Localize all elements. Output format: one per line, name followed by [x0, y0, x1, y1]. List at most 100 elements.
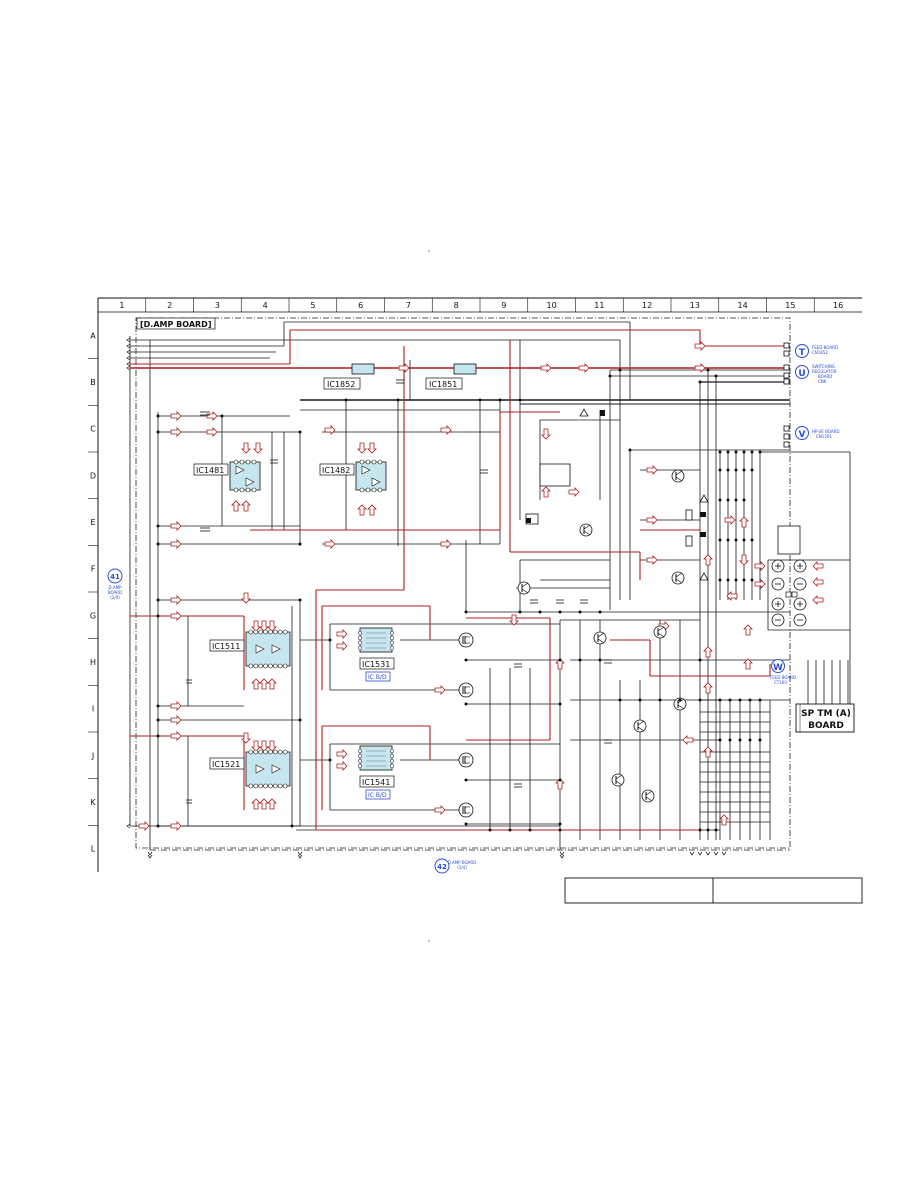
- junction-dot: [750, 468, 754, 472]
- junction-dot: [734, 468, 738, 472]
- signal-arrow: [398, 363, 410, 373]
- signal-arrow: [138, 821, 150, 831]
- board-title-box: [136, 317, 216, 330]
- junction-dot: [344, 398, 348, 402]
- signal-arrow: [241, 592, 251, 604]
- signal-arrow: [267, 798, 277, 810]
- board-title: [D.AMP BOARD]: [140, 320, 211, 329]
- speaker-terminal: [771, 559, 785, 573]
- ic-pin: [357, 748, 363, 754]
- signal-arrow: [555, 658, 565, 670]
- signal-arrow: [682, 735, 694, 745]
- junction-dot: [508, 828, 512, 832]
- opamp-symbol: [245, 477, 255, 487]
- junction-dot: [748, 738, 752, 742]
- connector-41-line2: BOARD: [108, 590, 122, 595]
- signal-arrow: [568, 487, 580, 497]
- junction-dot: [718, 538, 722, 542]
- junction-dot: [628, 448, 632, 452]
- signal-arrow: [541, 428, 551, 440]
- signal-arrow: [170, 731, 182, 741]
- transistor: [633, 719, 647, 733]
- junction-dot: [298, 718, 302, 722]
- board-outline: [135, 317, 791, 849]
- ic-pin: [253, 663, 259, 669]
- connector-w-line1: FEED BOARD: [770, 675, 796, 680]
- ic-pin: [282, 749, 288, 755]
- sp-board-label-line2: BOARD: [808, 721, 844, 731]
- ic-pin: [239, 487, 245, 493]
- ic-label-ic1851-text: IC1851: [429, 380, 457, 389]
- junction-dot: [734, 538, 738, 542]
- ic-pin: [268, 749, 273, 755]
- ic-pin: [251, 487, 257, 493]
- junction-dot: [298, 542, 302, 546]
- ic-label-ic1481-text: IC1481: [196, 466, 224, 475]
- junction-dot: [726, 578, 730, 582]
- junction-dot: [464, 658, 468, 662]
- transistor: [671, 469, 685, 483]
- signal-arrow: [434, 805, 446, 815]
- junction-dot: [464, 702, 468, 706]
- grid-column-label: 14: [738, 301, 748, 310]
- junction-dot: [698, 828, 702, 832]
- speaker-terminal: [793, 597, 807, 611]
- ic-label-ic1531: IC1531 IC B/D: [359, 657, 395, 682]
- transistor: [641, 789, 655, 803]
- connector-w: W FEED BOARD CT160: [770, 659, 796, 685]
- ic-pin: [268, 663, 273, 669]
- mosfet: [458, 632, 474, 648]
- junction-dot: [558, 658, 562, 662]
- ic-pin: [371, 459, 377, 465]
- opamp-symbol: [255, 764, 265, 774]
- junction-dot: [618, 368, 622, 372]
- title-block: [564, 877, 863, 904]
- ic-label-ic1511: IC1511: [209, 639, 245, 652]
- ic-label-ic1481: IC1481: [193, 463, 229, 476]
- signal-arrow: [336, 629, 348, 639]
- junction-dot: [718, 738, 722, 742]
- ic-pin: [389, 758, 395, 764]
- junction-dot: [464, 778, 468, 782]
- ic1851-package: [453, 363, 477, 375]
- junction-dot: [758, 738, 762, 742]
- junction-dot: [742, 468, 746, 472]
- grid-column-label: 8: [454, 301, 459, 310]
- ic-pin: [248, 783, 254, 789]
- signal-arrow: [812, 595, 824, 605]
- junction-dot: [742, 450, 746, 454]
- ic-pin: [268, 629, 273, 635]
- connector-u-letter: U: [798, 369, 805, 379]
- ic-pin: [359, 487, 365, 493]
- signal-arrow: [170, 715, 182, 725]
- ic-pin: [263, 749, 268, 755]
- warning-icons: [579, 408, 709, 581]
- grid-row-label: H: [90, 658, 96, 667]
- junction-dot: [726, 468, 730, 472]
- ic-pin: [248, 629, 254, 635]
- ic-pin: [253, 629, 259, 635]
- signal-arrow: [336, 761, 348, 771]
- junction-dot: [290, 824, 294, 828]
- signal-arrow: [646, 515, 658, 525]
- junction-dot: [750, 450, 754, 454]
- connector-u-line3: BOARD: [818, 374, 832, 379]
- wiring-red: [130, 329, 790, 831]
- ic-pin: [277, 783, 283, 789]
- junction-dot: [156, 542, 160, 546]
- signal-arrow: [170, 539, 182, 549]
- junction-dot: [156, 598, 160, 602]
- connector-42-line2: (3/4): [457, 865, 467, 870]
- component-blocks: [525, 463, 801, 555]
- speaker-terminal: [793, 613, 807, 627]
- ic-pin: [357, 630, 363, 636]
- signal-arrow: [251, 678, 261, 690]
- junction-dot: [538, 610, 542, 614]
- signal-arrow: [170, 521, 182, 531]
- signal-arrow: [646, 465, 658, 475]
- junction-dot: [488, 828, 492, 832]
- ic-pin: [389, 753, 395, 759]
- ic-pin: [277, 629, 283, 635]
- ic-packages: [229, 363, 477, 789]
- junction-dot: [156, 430, 160, 434]
